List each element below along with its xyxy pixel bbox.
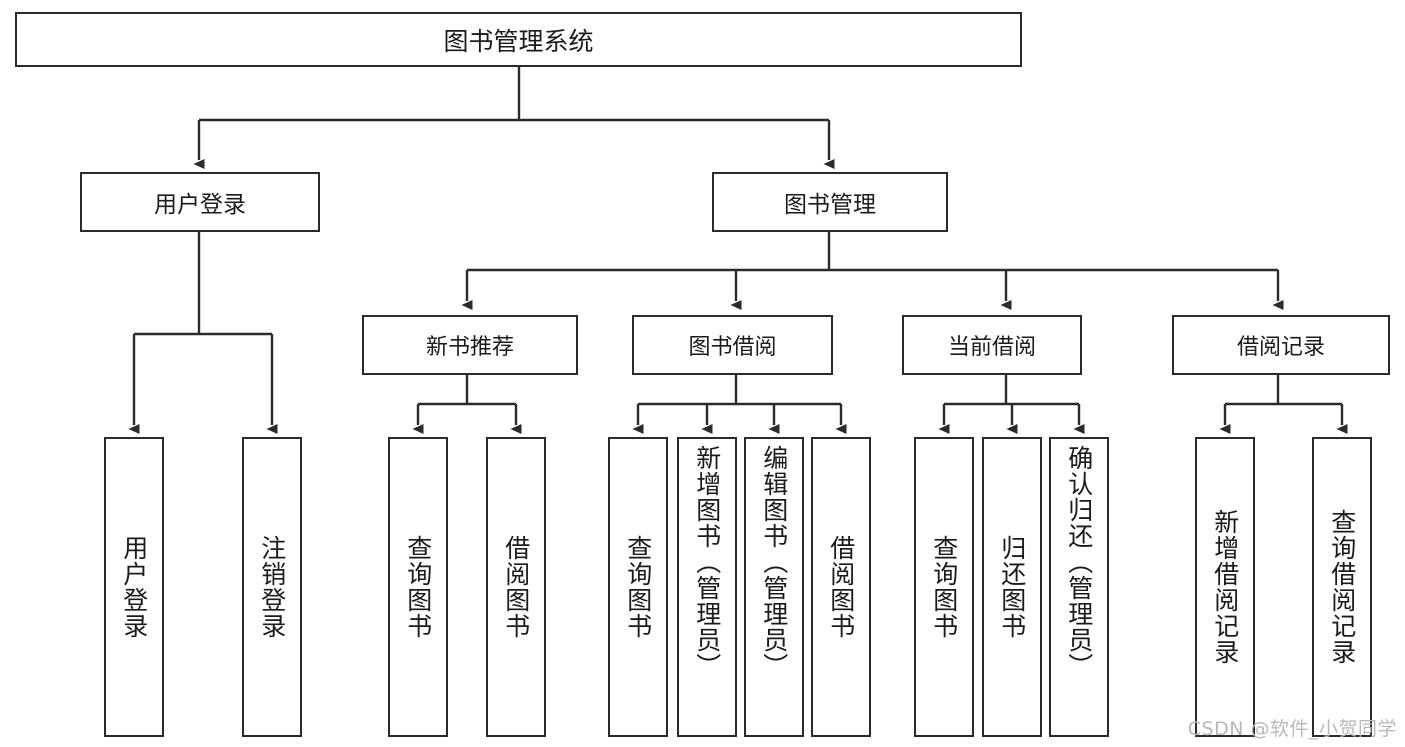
node-label: 借阅图书	[826, 535, 856, 639]
node-label: 借阅图书	[501, 535, 531, 639]
node-leaf-add-record[interactable]: 新增借阅记录	[1195, 437, 1255, 737]
node-leaf-query-book-1[interactable]: 查询图书	[388, 437, 448, 737]
node-leaf-user-login[interactable]: 用户登录	[104, 437, 164, 737]
node-label: 图书管理	[784, 192, 876, 218]
node-label: 新增图书（管理员）	[692, 445, 722, 679]
node-label: 归还图书	[997, 535, 1027, 639]
node-label: 注销登录	[257, 535, 287, 639]
node-label: 当前借阅	[947, 335, 1036, 360]
node-label: 用户登录	[154, 192, 246, 218]
node-leaf-query-record[interactable]: 查询借阅记录	[1312, 437, 1372, 737]
node-leaf-add-book[interactable]: 新增图书（管理员）	[677, 437, 737, 737]
node-label: 确认归还（管理员）	[1064, 445, 1094, 679]
node-current-borrow[interactable]: 当前借阅	[902, 315, 1082, 375]
node-leaf-confirm-return[interactable]: 确认归还（管理员）	[1049, 437, 1109, 737]
node-book-management[interactable]: 图书管理	[712, 172, 948, 232]
node-user-login[interactable]: 用户登录	[80, 172, 320, 232]
node-label: 查询图书	[929, 535, 959, 639]
node-leaf-logout-login[interactable]: 注销登录	[242, 437, 302, 737]
node-label: 新增借阅记录	[1210, 509, 1240, 665]
node-new-book-recommend[interactable]: 新书推荐	[362, 315, 578, 375]
node-leaf-borrow-book-2[interactable]: 借阅图书	[811, 437, 871, 737]
node-book-management-system[interactable]: 图书管理系统	[15, 12, 1022, 67]
node-leaf-query-book-3[interactable]: 查询图书	[914, 437, 974, 737]
node-label: 查询借阅记录	[1327, 509, 1357, 665]
node-book-borrow[interactable]: 图书借阅	[632, 315, 833, 375]
node-leaf-return-book[interactable]: 归还图书	[982, 437, 1042, 737]
node-leaf-borrow-book-1[interactable]: 借阅图书	[486, 437, 546, 737]
node-label: 查询图书	[623, 535, 653, 639]
node-borrow-record[interactable]: 借阅记录	[1172, 315, 1390, 375]
node-label: 新书推荐	[425, 335, 514, 360]
node-label: 查询图书	[403, 535, 433, 639]
node-leaf-edit-book[interactable]: 编辑图书（管理员）	[744, 437, 804, 737]
node-label: 图书借阅	[688, 335, 777, 360]
node-label: 编辑图书（管理员）	[759, 445, 789, 679]
node-label: 借阅记录	[1236, 335, 1325, 360]
node-label: 图书管理系统	[443, 26, 594, 56]
node-label: 用户登录	[119, 535, 149, 639]
node-leaf-query-book-2[interactable]: 查询图书	[608, 437, 668, 737]
